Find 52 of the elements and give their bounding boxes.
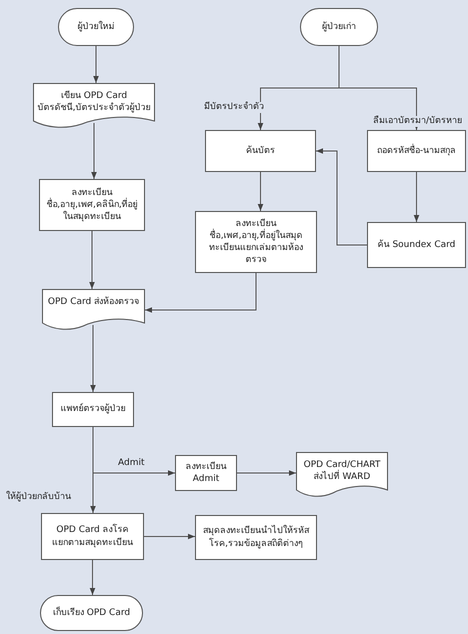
terminal-node: [40, 595, 143, 631]
node-text: ลงทะเบียน: [236, 218, 276, 229]
node-text: แยกตามสมุดทะเบียน: [51, 536, 134, 549]
node-text: Admit: [192, 473, 220, 486]
node-text: เขียน OPD Card: [60, 90, 128, 102]
document-shape: [42, 289, 145, 331]
document-shape: [296, 452, 388, 498]
node-text: ถอดรหัสชื่อ-นามสกุล: [376, 144, 458, 158]
process-box: [367, 222, 466, 268]
process-box: [195, 211, 317, 273]
terminal-node: [58, 8, 134, 46]
document-shape: [33, 83, 155, 129]
arrow: [236, 470, 296, 476]
arrow: [414, 172, 420, 222]
process-box: [367, 130, 466, 172]
arrow: [144, 272, 256, 313]
node-text: ลงทะเบียน: [184, 460, 228, 473]
node-text: OPD Card ลงโรค: [55, 524, 130, 536]
node-text: ผู้ป่วยใหม่: [76, 20, 116, 34]
node-text: OPD Card ส่งห้องตรวจ: [46, 296, 140, 308]
arrow: [93, 46, 99, 84]
node-text: ส่งไปที่ WARD: [310, 471, 374, 484]
node-text: ลงทะเบียน: [72, 186, 112, 198]
process-box: [39, 179, 145, 231]
arrow: [258, 172, 264, 212]
arrow: [144, 534, 196, 540]
process-box: [195, 515, 317, 560]
terminal-node: [300, 8, 378, 46]
node-text: ค้น Soundex Card: [376, 238, 456, 252]
node-text: แพทย์ตรวจผู้ป่วย: [60, 403, 126, 416]
edge-label: ลืมเอาบัตรมา/บัตรหาย: [373, 116, 462, 127]
node-text: สมุดลงทะเบียนนำไปให้รหัส โรค,รวมข้อมูลสถิติต่างๆ: [202, 525, 310, 550]
arrow: [90, 560, 96, 596]
node-text: OPD Card/CHART: [302, 459, 382, 470]
arrow: [91, 122, 97, 180]
process-box: [52, 392, 134, 427]
node-text: บัตรดัชนี,บัตรประจำตัวผู้ป่วย: [36, 102, 152, 114]
process-box: [41, 513, 144, 560]
arrow: [90, 324, 96, 392]
process-box: [205, 130, 316, 172]
node-text: ผู้ป่วยเก่า: [321, 20, 357, 34]
arrow: [89, 230, 95, 290]
process-box: [175, 455, 237, 491]
node-text: ชื่อ,อายุ,เพศ,คลินิก,ที่อยู่ ในสมุดทะเบียน: [45, 198, 139, 224]
arrow: [338, 46, 420, 130]
node-text: ชื่อ,เพศ,อายุ,ที่อยู่ในสมุด ทะเบียนแยกเล่มตามห้องตรวจ: [208, 230, 304, 266]
edge-label: มีบัตรประจำตัว: [204, 102, 264, 113]
node-text: เก็บเรียง OPD Card: [52, 606, 132, 620]
arrow: [316, 148, 368, 246]
edge-label: ให้ผู้ป่วยกลับบ้าน: [6, 492, 71, 503]
node-text: ค้นบัตร: [245, 144, 276, 158]
arrow: [90, 426, 96, 514]
